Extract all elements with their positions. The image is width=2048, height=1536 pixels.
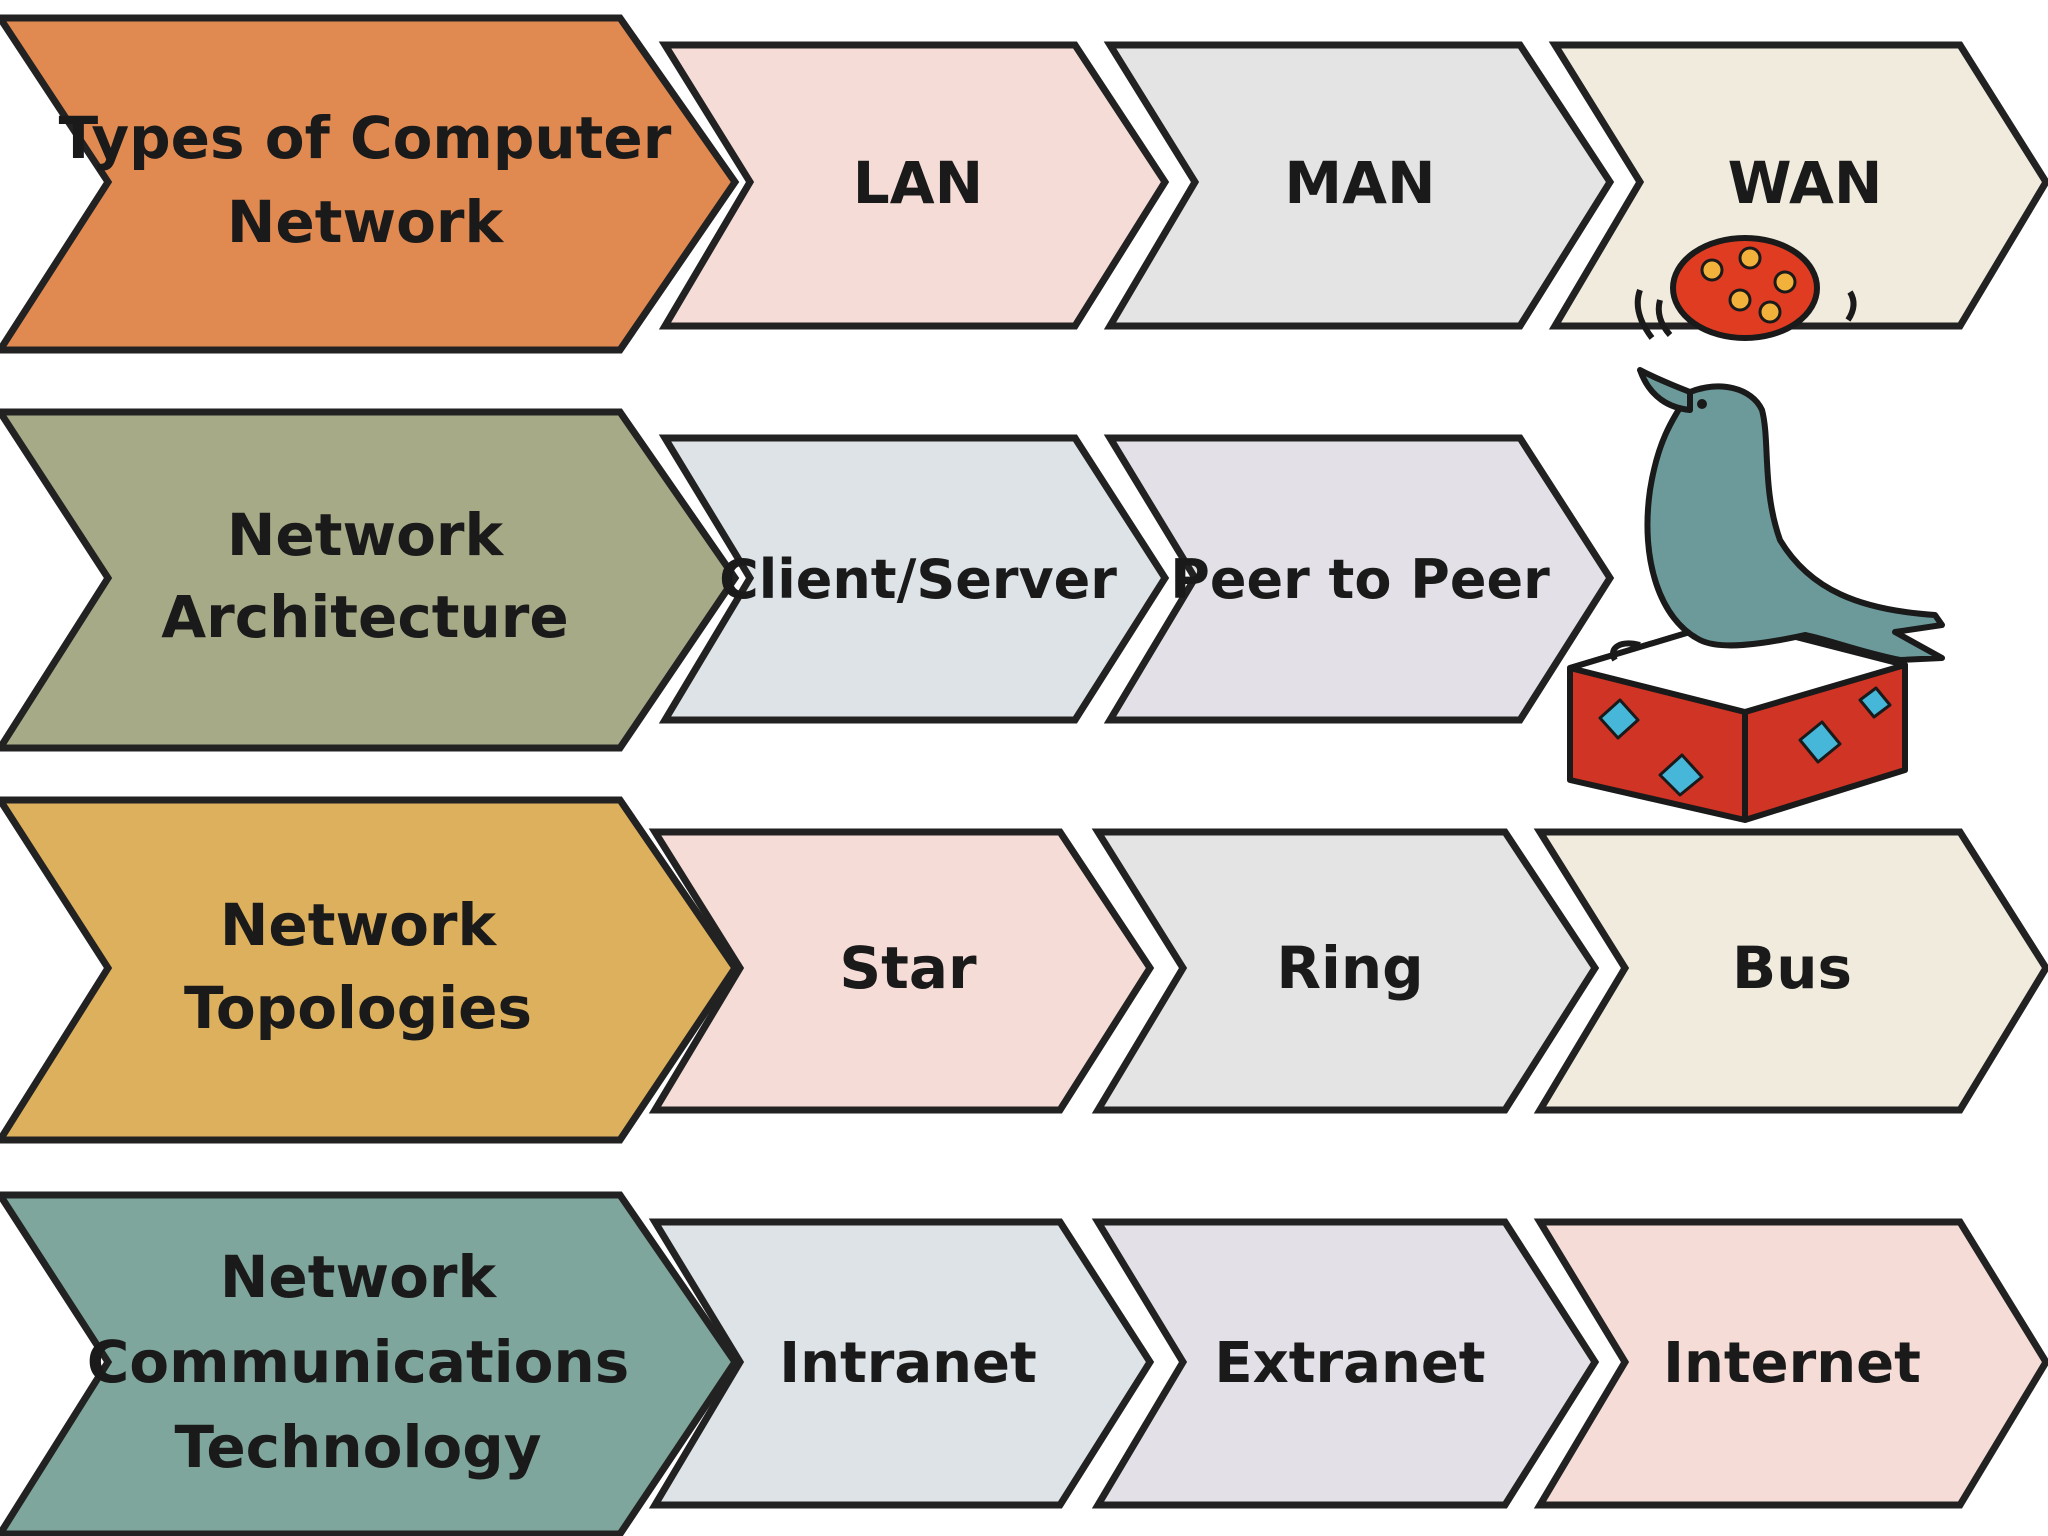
item-chevron-wan [1548,41,2048,330]
row-types-of-network: Types of Computer Network LAN MAN WAN [0,14,2048,354]
row-network-communications-technology: Network Communications Technology Intran… [0,1191,2048,1536]
seal-balancing-ball-on-box-icon [1567,235,1945,823]
heading-chevron-network-architecture [0,408,740,752]
item-wan-label: WAN [1728,149,1883,217]
item-ring-label: Ring [1276,934,1423,1002]
item-intranet-label: Intranet [779,1331,1037,1396]
row-network-topologies: Network Topologies Star Ring Bus [0,796,2048,1144]
item-internet-label: Internet [1663,1331,1921,1396]
item-chevron-intranet [648,1218,1155,1509]
item-star-label: Star [839,934,977,1002]
item-chevron-client-server [658,434,1170,724]
row-network-architecture: Network Architecture Client/Server Peer … [0,408,1615,752]
heading-network-communications-technology-line-2: Communications [87,1328,630,1396]
heading-types-of-network-line-1: Types of Computer [59,104,672,172]
heading-network-topologies-line-2: Topologies [184,974,532,1042]
ball-icon [1634,235,1857,341]
item-bus-label: Bus [1732,934,1852,1002]
seal-body-icon [1610,367,1945,663]
heading-chevron-types-of-network [0,14,740,354]
item-chevron-star [648,828,1155,1114]
heading-network-architecture-line-1: Network [227,501,505,569]
item-man-label: MAN [1284,149,1435,217]
heading-network-topologies-line-1: Network [220,891,498,959]
item-chevron-lan [658,41,1170,330]
item-extranet-label: Extranet [1214,1331,1485,1396]
item-peer-to-peer-label: Peer to Peer [1170,548,1550,611]
item-chevron-ring [1091,828,1600,1114]
item-chevron-bus [1533,828,2048,1114]
heading-network-communications-technology-line-1: Network [220,1243,498,1311]
item-client-server-label: Client/Server [719,548,1117,611]
heading-chevron-network-communications-technology [0,1191,740,1536]
heading-types-of-network-line-2: Network [227,188,505,256]
heading-network-architecture-line-2: Architecture [161,583,568,651]
item-chevron-extranet [1091,1218,1600,1509]
item-chevron-peer-to-peer [1103,434,1615,724]
item-chevron-internet [1533,1218,2048,1509]
item-lan-label: LAN [853,149,983,217]
heading-network-communications-technology-line-3: Technology [174,1413,541,1481]
heading-chevron-network-topologies [0,796,740,1144]
item-chevron-man [1103,41,1615,330]
